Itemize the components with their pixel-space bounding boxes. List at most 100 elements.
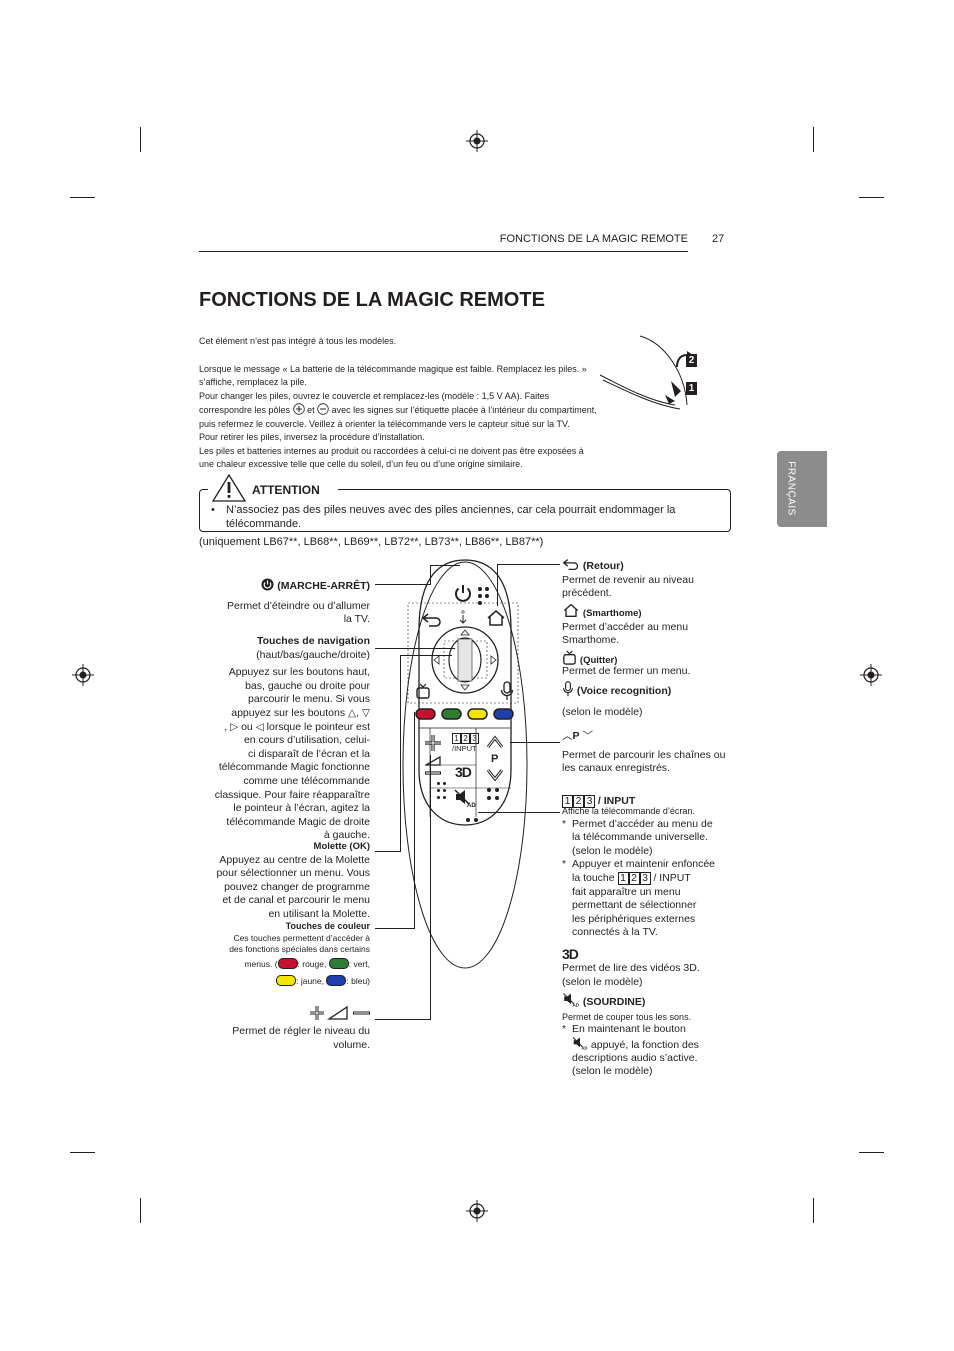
indicator-dot [474,818,478,822]
back-icon[interactable] [421,612,443,628]
language-tab-label: FRANÇAIS [785,461,797,516]
indicator-dot [437,782,440,785]
mute-icon: AD [563,993,580,1007]
right-arrow-icon: ▷ [230,720,239,733]
channel-down-icon: ﹀ [582,730,593,742]
power-text: la TV. [343,613,370,626]
registration-mark-icon [466,130,488,152]
language-tab [777,451,827,527]
models-note: (uniquement LB67**, LB68**, LB69**, LB72… [199,536,544,548]
indicator-dot [485,594,489,598]
leader-line [430,755,431,1020]
indicator-dot [485,587,489,591]
power-description: (MARCHE-ARRÊT) Permet d’éteindre ou d’al… [170,578,370,627]
home-icon [563,603,579,617]
volume-up-icon[interactable] [424,734,442,752]
indicator-dot [437,789,440,792]
navigation-text: télécommande Magic fonctionne [218,761,370,774]
input-bullet: * Appuyer et maintenir enfoncée la touch… [562,858,742,940]
page-title: FONCTIONS DE LA MAGIC REMOTE [199,289,545,311]
color-keys-text: menus. (: rouge, : vert, [170,957,370,971]
key-box: 2 [573,795,584,808]
yellow-button[interactable] [467,708,488,720]
back-icon [562,559,579,571]
mute-description: AD (SOURDINE) Permet de couper tous les … [562,992,742,1078]
green-button[interactable] [441,708,462,720]
home-icon[interactable] [486,609,506,627]
navigation-text: en cours d’utilisation, celui- [243,734,370,747]
leader-line [375,648,455,649]
navigation-text: Appuyez sur les boutons haut, [228,666,370,679]
channel-title: P [572,730,580,742]
wheel-title: Molette (OK) [313,841,370,852]
navigation-wheel[interactable] [427,622,507,697]
step-2-badge: 2 [686,354,697,367]
blue-button[interactable] [493,708,514,720]
svg-text:AD: AD [467,803,476,808]
exit-text: Permet de fermer un menu. [562,664,691,677]
color-keys-title: Touches de couleur [285,921,370,931]
crop-mark [140,1198,141,1223]
warning-icon [212,474,246,502]
attention-text: télécommande. [226,518,302,530]
key-box: 1 [562,795,573,808]
leader-line [478,812,560,813]
voice-heading: (Voice recognition) [562,681,742,699]
power-icon[interactable] [453,583,473,603]
wheel-description: Molette (OK) Appuyez au centre de la Mol… [170,840,370,922]
power-heading: (MARCHE-ARRÊT) [170,578,370,594]
indicator-dot [495,796,499,800]
volume-level-icon [425,756,441,766]
leader-line [400,655,452,656]
volume-down-icon[interactable] [424,770,442,776]
channel-up-icon[interactable] [486,735,504,749]
color-keys-fragment: : vert, [348,958,370,969]
channel-label: P [491,753,499,765]
green-key-icon [328,957,349,969]
exit-icon[interactable] [415,683,431,699]
svg-text:AD: AD [573,1002,580,1007]
key-box: 3 [470,733,479,744]
color-keys-text: des fonctions spéciales dans certains [229,944,370,954]
bullet-marker: * [562,1022,567,1035]
crop-mark [859,197,884,198]
mute-icon[interactable]: AD [454,788,476,808]
navigation-text: bas, gauche ou droite pour [245,679,370,692]
volume-text: Permet de régler le niveau du [232,1025,370,1037]
channel-down-icon[interactable] [486,768,504,782]
navigation-fragment: ou [241,720,253,733]
3d-button[interactable]: 3D [455,764,472,780]
red-button[interactable] [415,708,436,720]
back-title: (Retour) [582,560,624,572]
key-box: 3 [639,871,651,885]
wheel-text: Appuyez au centre de la Molette [219,853,370,866]
navigation-text: classique. Pour faire réapparaître [214,788,370,801]
mute-text: En maintenant le bouton [572,1022,686,1035]
navigation-title: Touches de navigation [257,635,370,647]
bullet-marker: * [562,817,567,830]
channel-up-icon: ︿ [562,730,573,742]
key-box: 2 [461,733,470,744]
microphone-icon[interactable] [500,681,514,701]
power-text: Permet d’éteindre ou d’allumer [227,599,370,612]
indicator-dot [478,601,482,605]
mute-heading: AD (SOURDINE) [562,992,742,1010]
leader-line [400,655,401,852]
color-keys-fragment: : bleu) [346,976,370,986]
indicator-dot [487,788,491,792]
intro-line: correspondre les pôles et avec les signe… [199,403,619,418]
voice-text: (selon le modèle) [562,705,643,718]
input-fragment: la touche [572,871,615,884]
blue-key-icon [326,975,347,986]
key-box: 1 [617,871,629,885]
microphone-icon [563,681,573,697]
mute-fragment: appuyé, la fonction des [590,1038,699,1051]
key-box: 2 [628,871,640,885]
exit-description: (Quitter) Permet de fermer un menu. [562,650,742,678]
exit-heading: (Quitter) [562,650,742,668]
leader-line [510,742,560,743]
home-description: (Smarthome) Permet d’accéder au menu Sma… [562,603,742,648]
up-arrow-icon: △ [348,706,357,719]
